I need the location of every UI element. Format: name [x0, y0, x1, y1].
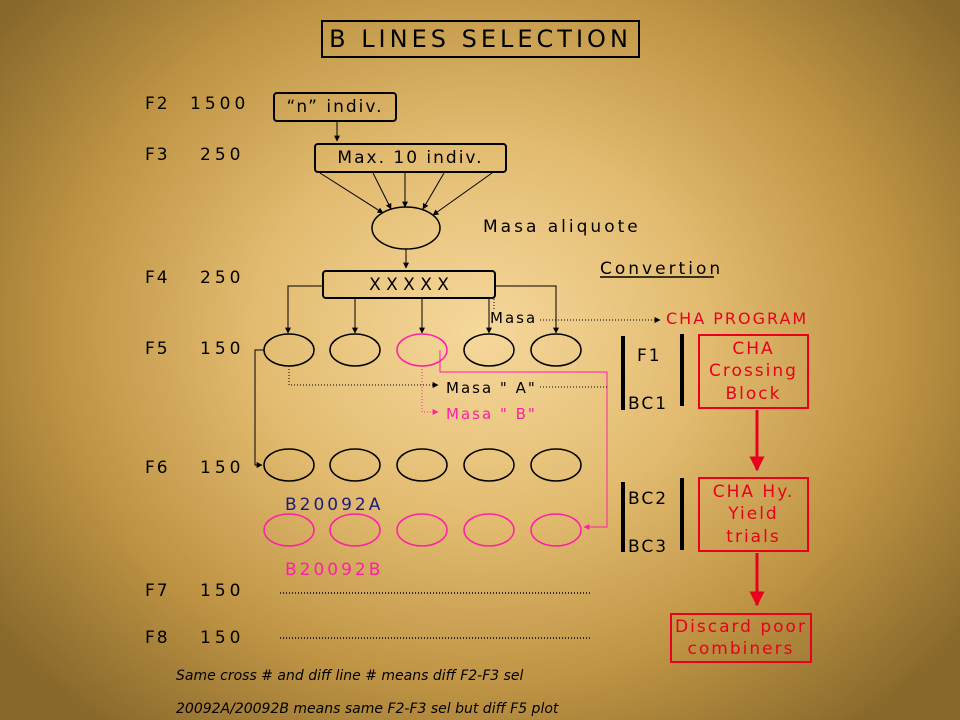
line-b-label: B20092B: [285, 560, 384, 580]
cha-yield-trials-box: CHA Hy. Yield trials: [698, 477, 809, 552]
conversion-bc2: BC2: [628, 489, 669, 509]
generation-f7-label: F7: [145, 581, 170, 601]
arrow-crosses-f5-5: [496, 285, 559, 334]
arrow-f5-f6: [254, 349, 264, 468]
b-plot-3: [396, 513, 448, 547]
cha-crossing-block-box: CHA Crossing Block: [698, 334, 809, 409]
b-plot-5: [530, 513, 582, 547]
generation-f8-count: 150: [200, 628, 245, 648]
generation-f6-count: 150: [200, 458, 245, 478]
arrow-fan-5: [432, 172, 493, 216]
generation-f6-label: F6: [145, 458, 170, 478]
page-title: B LINES SELECTION: [321, 20, 640, 58]
arrow-fan-4: [422, 172, 445, 210]
arrow-fan-1: [319, 172, 384, 214]
f5-plot-4: [463, 333, 515, 367]
cha-crossing-line-1: CHA: [732, 339, 775, 360]
masa-b-label: Masa " B": [446, 405, 537, 423]
discard-line-2: combiners: [687, 639, 795, 659]
generation-f3-count: 250: [200, 145, 245, 165]
f5-plot-1: [263, 333, 315, 367]
n-indiv-box: “n” indiv.: [273, 92, 397, 122]
convertion-label: Convertion: [600, 259, 724, 279]
f5-plot-5: [530, 333, 582, 367]
f6-plot-3: [396, 448, 448, 482]
generation-f5-label: F5: [145, 339, 170, 359]
conversion-f1: F1: [637, 346, 662, 366]
b-plot-2: [329, 513, 381, 547]
masa-a-label: Masa " A": [446, 379, 537, 397]
generation-f4-count: 250: [200, 268, 245, 288]
cha-crossing-line-2: Crossing: [709, 361, 798, 382]
f6-plot-2: [329, 448, 381, 482]
generation-f2-label: F2: [145, 94, 170, 114]
generation-f3-label: F3: [145, 145, 170, 165]
note-1: Same cross # and diff line # means diff …: [176, 668, 524, 684]
f6-plot-4: [463, 448, 515, 482]
masa-aliquote-label: Masa aliquote: [483, 217, 641, 237]
conversion-bc1: BC1: [628, 394, 669, 414]
discard-combiners-box: Discard poor combiners: [670, 613, 812, 663]
masa-aliquote-ellipse: [371, 206, 441, 250]
masa-label: Masa: [490, 309, 538, 327]
generation-f2-count: 1500: [190, 94, 250, 114]
discard-line-1: Discard poor: [675, 616, 807, 637]
generation-f8-label: F8: [145, 628, 170, 648]
line-a-label: B20092A: [285, 495, 384, 515]
arrow-fan-2: [372, 172, 392, 210]
pink-connector-b-row: [439, 350, 608, 530]
generation-f4-label: F4: [145, 268, 170, 288]
cha-program-label: CHA PROGRAM: [666, 309, 809, 328]
b-plot-1: [263, 513, 315, 547]
cha-crossing-line-3: Block: [725, 383, 782, 404]
b-plot-4: [463, 513, 515, 547]
max-indiv-box: Max. 10 indiv.: [314, 143, 507, 173]
generation-f5-count: 150: [200, 339, 245, 359]
note-2: 20092A/20092B means same F2-F3 sel but d…: [176, 701, 559, 717]
cha-yield-line-1: CHA Hy.: [712, 482, 795, 503]
f6-plot-1: [263, 448, 315, 482]
cha-yield-line-2: Yield: [728, 504, 779, 525]
generation-f7-count: 150: [200, 581, 245, 601]
f6-plot-5: [530, 448, 582, 482]
f5-plot-2: [329, 333, 381, 367]
dotted-masa-a-arrow: [288, 366, 439, 388]
conversion-bc3: BC3: [628, 537, 669, 557]
arrow-crosses-f5-1: [285, 285, 322, 334]
dotted-masa-b-arrow: [421, 366, 439, 415]
cha-yield-line-3: trials: [726, 526, 781, 547]
crosses-box: X X X X X: [322, 270, 496, 299]
